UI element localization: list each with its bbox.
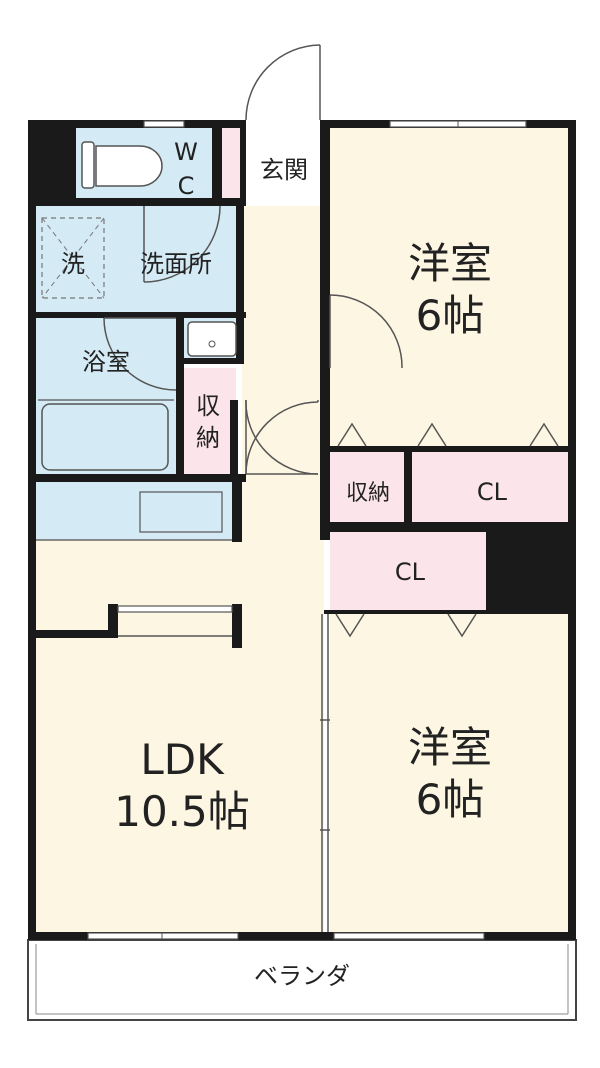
entrance-label: 玄関 (260, 156, 308, 184)
closet-bottom (330, 532, 488, 612)
closet-top (412, 452, 572, 522)
storage-hall-label-2: 納 (196, 424, 220, 452)
western-bottom-name: 洋室 (408, 723, 492, 772)
toilet-label-w: W (174, 138, 198, 166)
closet-bottom-label: CL (395, 558, 426, 586)
storage-hall-label-1: 収 (196, 392, 220, 420)
room-western-top (330, 128, 572, 450)
western-top-size: 6帖 (416, 291, 485, 340)
toilet-fixture (81, 141, 163, 189)
ldk-name: LDK (140, 735, 225, 784)
toilet-label-c: C (178, 172, 195, 200)
room-washroom (34, 205, 244, 315)
ldk-size: 10.5帖 (114, 787, 250, 836)
balcony-area (27, 939, 577, 1021)
western-bottom-size: 6帖 (416, 775, 485, 824)
room-entrance (244, 128, 324, 206)
bath-label: 浴室 (82, 348, 130, 376)
vanity-sink (187, 321, 237, 357)
room-ldk (34, 480, 324, 934)
bathtub (41, 403, 169, 471)
washer-spot (41, 217, 105, 299)
western-top-name: 洋室 (408, 239, 492, 288)
balcony-label: ベランダ (254, 962, 350, 990)
storage-room (330, 452, 408, 522)
closet-door-marks (335, 422, 559, 638)
washer-label: 洗 (61, 250, 85, 278)
washroom-label: 洗面所 (140, 250, 212, 278)
storage-hall (184, 368, 236, 476)
closet-top-label: CL (477, 478, 508, 506)
sliding-partition (320, 614, 330, 932)
door-swings (103, 44, 403, 475)
entrance-step (222, 128, 242, 206)
kitchen-sink (139, 491, 223, 533)
hallway (242, 205, 326, 485)
room-western-bottom (330, 612, 572, 934)
walls (28, 120, 576, 940)
storage-room-label: 収納 (346, 481, 390, 506)
